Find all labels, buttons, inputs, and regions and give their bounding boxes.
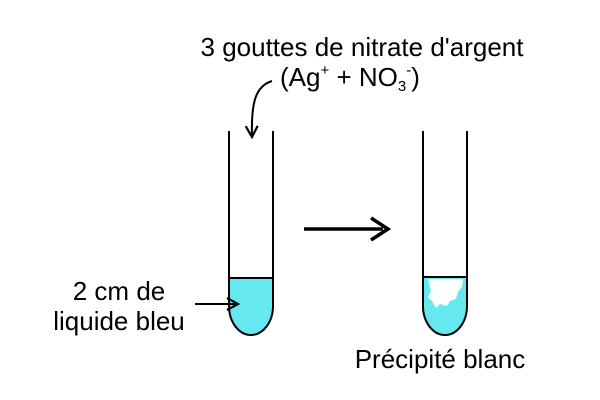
liquid-label-line1: 2 cm de bbox=[72, 276, 166, 306]
formula-plus: + NO bbox=[329, 62, 398, 92]
formula-subscript: 3 bbox=[397, 78, 407, 95]
tube-outline-left bbox=[228, 131, 274, 336]
test-tube-right bbox=[422, 131, 468, 336]
result-label: Précipité blanc bbox=[338, 344, 542, 374]
liquid-label-line2: liquide bleu bbox=[53, 306, 185, 336]
liquid-label: 2 cm de liquide bleu bbox=[44, 276, 194, 336]
formula-close: ) bbox=[411, 62, 420, 92]
reaction-arrow bbox=[304, 216, 392, 242]
result-label-text: Précipité blanc bbox=[354, 344, 526, 374]
liquid-blue bbox=[229, 278, 273, 335]
tube-outline-right bbox=[422, 131, 468, 336]
reagent-label: 3 gouttes de nitrate d'argent bbox=[160, 32, 564, 62]
reagent-formula: (Ag+ + NO3-) bbox=[280, 62, 420, 95]
reagent-text: 3 gouttes de nitrate d'argent bbox=[200, 32, 524, 62]
formula-open: (Ag bbox=[280, 62, 321, 92]
formula-charge-positive: + bbox=[320, 62, 330, 79]
test-tube-left bbox=[228, 131, 274, 336]
precipitate-cloud bbox=[428, 279, 463, 308]
formula-charge-negative: - bbox=[406, 62, 412, 79]
drops-arrow bbox=[252, 80, 273, 137]
